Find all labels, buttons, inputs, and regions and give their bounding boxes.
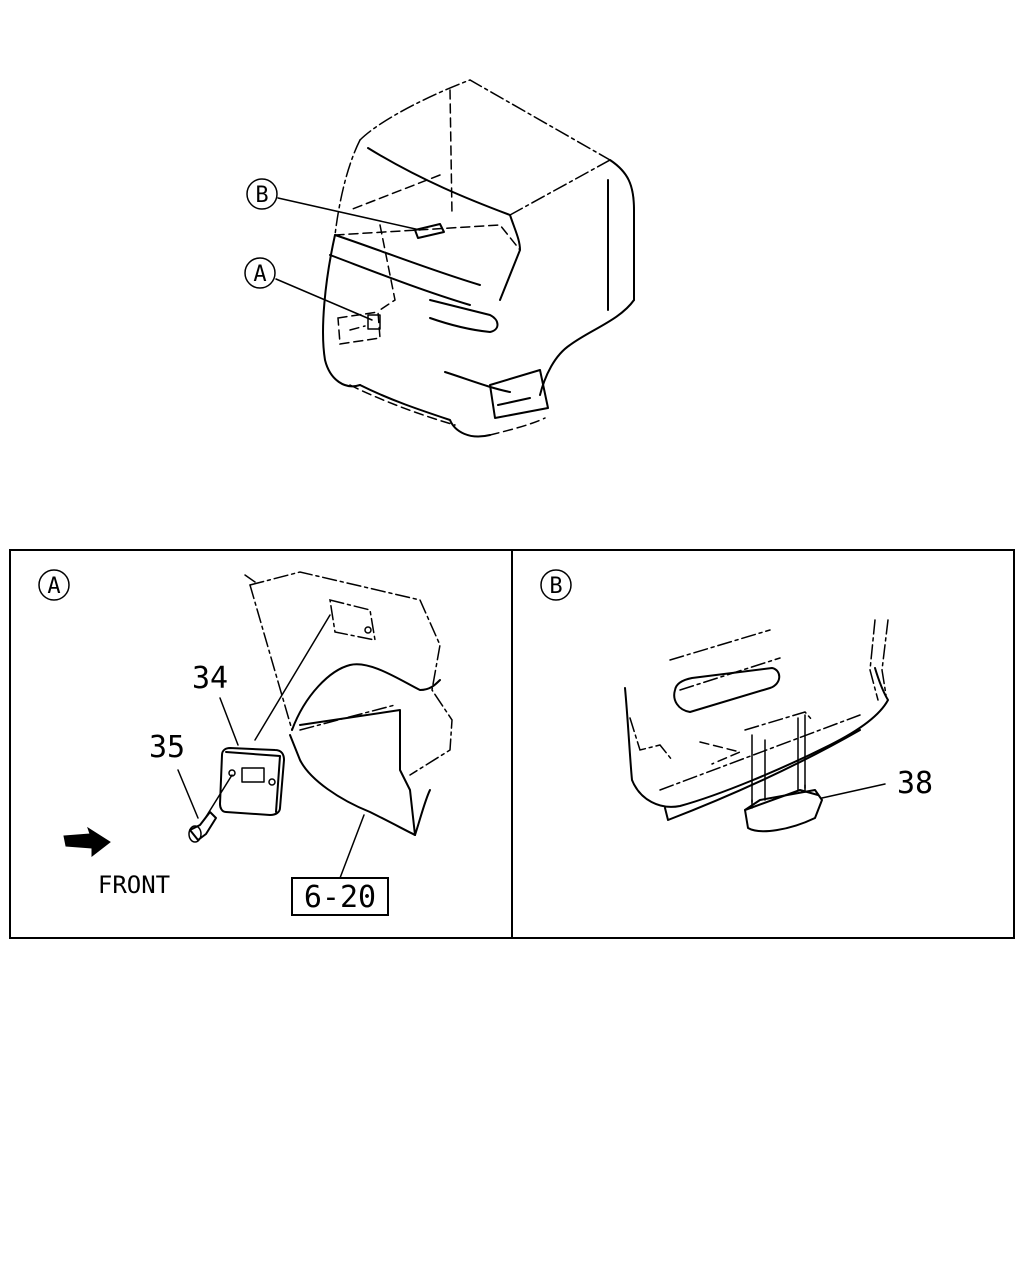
svg-text:B: B <box>255 183 268 208</box>
detail-b: B 38 <box>540 569 933 833</box>
cab-overview <box>322 79 635 438</box>
detail-a: A 34 35 6-20 FRONT <box>38 569 453 916</box>
part-35-label: 35 <box>149 730 185 765</box>
callout-a-overview: A <box>244 257 373 321</box>
svg-text:B: B <box>549 574 562 599</box>
svg-text:A: A <box>47 574 60 599</box>
reference-box-label: 6-20 <box>304 880 376 915</box>
front-arrow-icon <box>63 826 111 858</box>
front-label: FRONT <box>98 871 170 899</box>
part-34-label: 34 <box>192 661 228 696</box>
part-38-label: 38 <box>897 766 933 801</box>
svg-text:A: A <box>253 262 266 287</box>
callout-b-overview: B <box>246 178 421 231</box>
